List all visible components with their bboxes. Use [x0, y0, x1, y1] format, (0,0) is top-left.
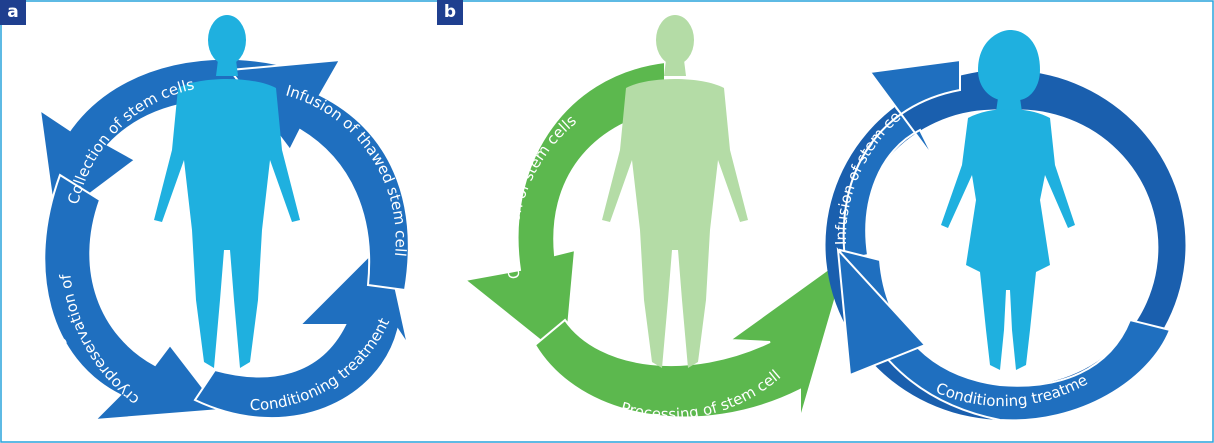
- male-figure-b: [602, 15, 748, 368]
- female-figure-b: [941, 30, 1075, 370]
- panel-a-label: a: [0, 0, 26, 25]
- processing-arrow-a: [43, 173, 222, 422]
- male-figure-a: [154, 15, 300, 368]
- conditioning-arrow-b: [838, 248, 1172, 422]
- conditioning-arrowhead-b: [836, 247, 927, 377]
- panel-b-label: b: [437, 0, 463, 25]
- panel-a: Collection of stem cells Processing and …: [0, 0, 410, 422]
- collection-arrow-b: [462, 60, 666, 362]
- conditioning-arrow-a: [193, 238, 409, 420]
- infusion-arrow-b: [842, 58, 961, 262]
- processing-arrow-b: [533, 252, 850, 421]
